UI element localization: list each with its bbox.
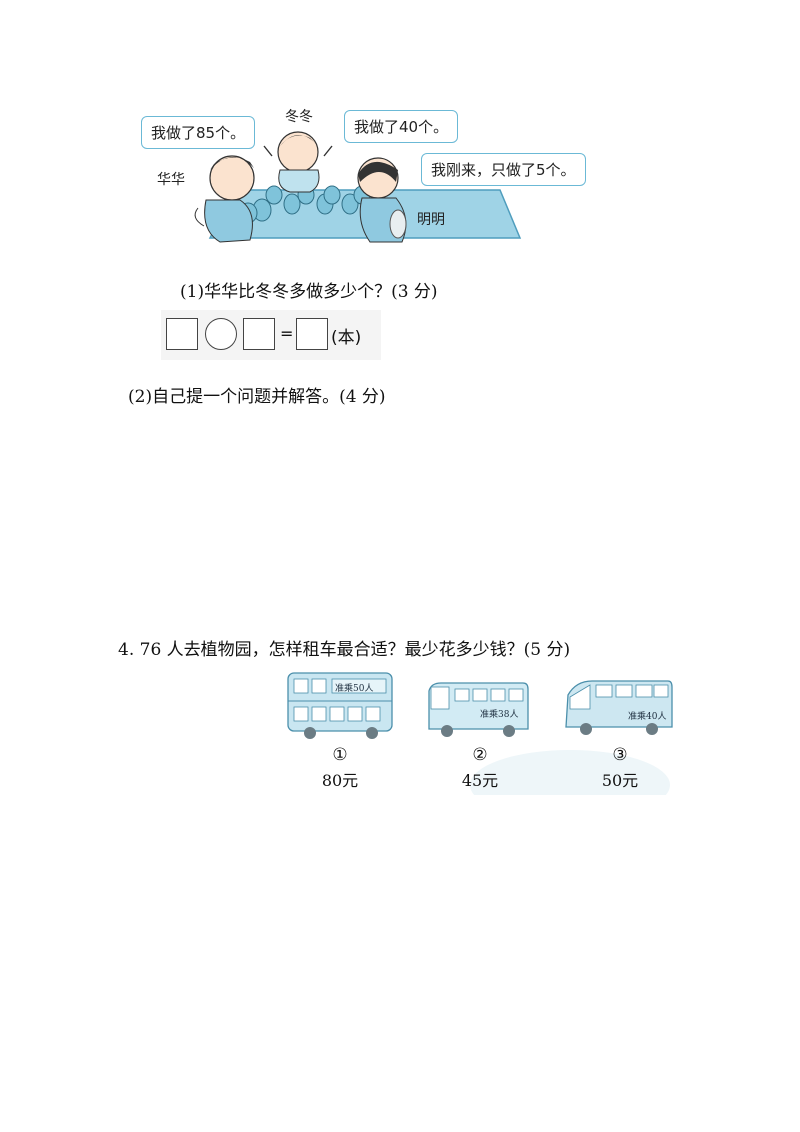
bus-1-sign: 准乘50人 [335, 684, 374, 694]
coach-bus-icon [428, 682, 529, 737]
question-3-part-2: (2)自己提一个问题并解答。(4 分) [128, 387, 386, 407]
bus-1-number: ① [332, 745, 348, 765]
answer-equation: = (本) [161, 310, 381, 360]
question-4-text: 4. 76 人去植物园，怎样租车最合适？最少花多少钱？(5 分) [118, 640, 571, 660]
bus-1-price: 80元 [321, 771, 359, 790]
name-label-dongdong: 冬冬 [285, 109, 313, 125]
bus-2-number: ② [472, 745, 488, 765]
answer-box-1[interactable] [166, 318, 198, 350]
speech-bubble-mingming: 我刚来，只做了5个。 [421, 153, 586, 186]
tour-bus-icon [565, 680, 673, 735]
bus-options-illustration: 准乘50人 准乘38人 准乘40人 ① ② ③ 80元 45元 50元 [280, 665, 680, 795]
bus-2-price: 45元 [461, 771, 499, 790]
bus-2-sign: 准乘38人 [480, 710, 519, 720]
equals-sign: = [280, 324, 294, 343]
bus-background-decoration [470, 750, 670, 795]
answer-box-result[interactable] [296, 318, 328, 350]
speech-bubble-huahua: 我做了85个。 [141, 116, 256, 149]
name-label-huahua: 华华 [157, 172, 185, 188]
bus-3-sign: 准乘40人 [628, 712, 667, 722]
operator-circle[interactable] [205, 318, 237, 350]
children-at-table-image [194, 131, 522, 243]
bus-3-number: ③ [612, 745, 628, 765]
lantern-illustration [140, 100, 600, 250]
answer-box-2[interactable] [243, 318, 275, 350]
bus-3-price: 50元 [601, 771, 639, 790]
answer-unit: (本) [331, 328, 362, 348]
question-3-part-1: (1)华华比冬冬多做多少个？(3 分) [180, 282, 438, 302]
double-decker-bus-icon [287, 672, 393, 739]
speech-bubble-dongdong: 我做了40个。 [344, 110, 459, 143]
name-label-mingming: 明明 [417, 212, 445, 228]
